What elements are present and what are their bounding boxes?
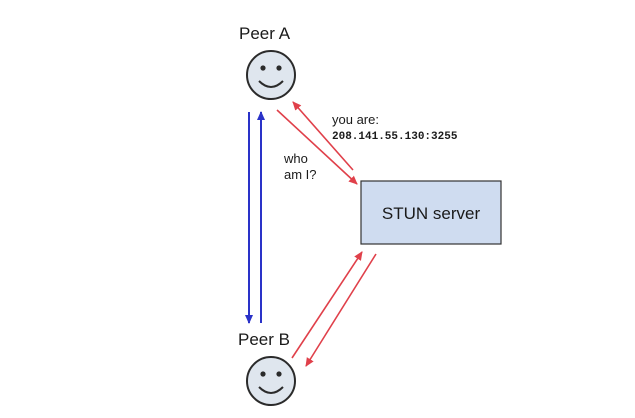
- peer-a-smiley-icon: [246, 50, 296, 100]
- peer-b-response-arrow: [305, 253, 377, 367]
- peer-a-response-arrow: [292, 101, 354, 171]
- response-note-line1: you are:: [332, 112, 379, 127]
- peer-a-request-arrow: [276, 109, 358, 185]
- peer-a-label: Peer A: [239, 24, 291, 43]
- peer-b-request-arrow: [291, 251, 363, 359]
- stun-server-box: [360, 180, 502, 245]
- stun-server-label: STUN server: [382, 204, 481, 223]
- response-address: 208.141.55.130:3255: [332, 131, 458, 143]
- peer-b-smiley-icon: [246, 356, 296, 406]
- peer-b-label: Peer B: [238, 330, 290, 349]
- request-note-line1: who: [283, 151, 308, 166]
- request-note-line2: am I?: [284, 167, 317, 182]
